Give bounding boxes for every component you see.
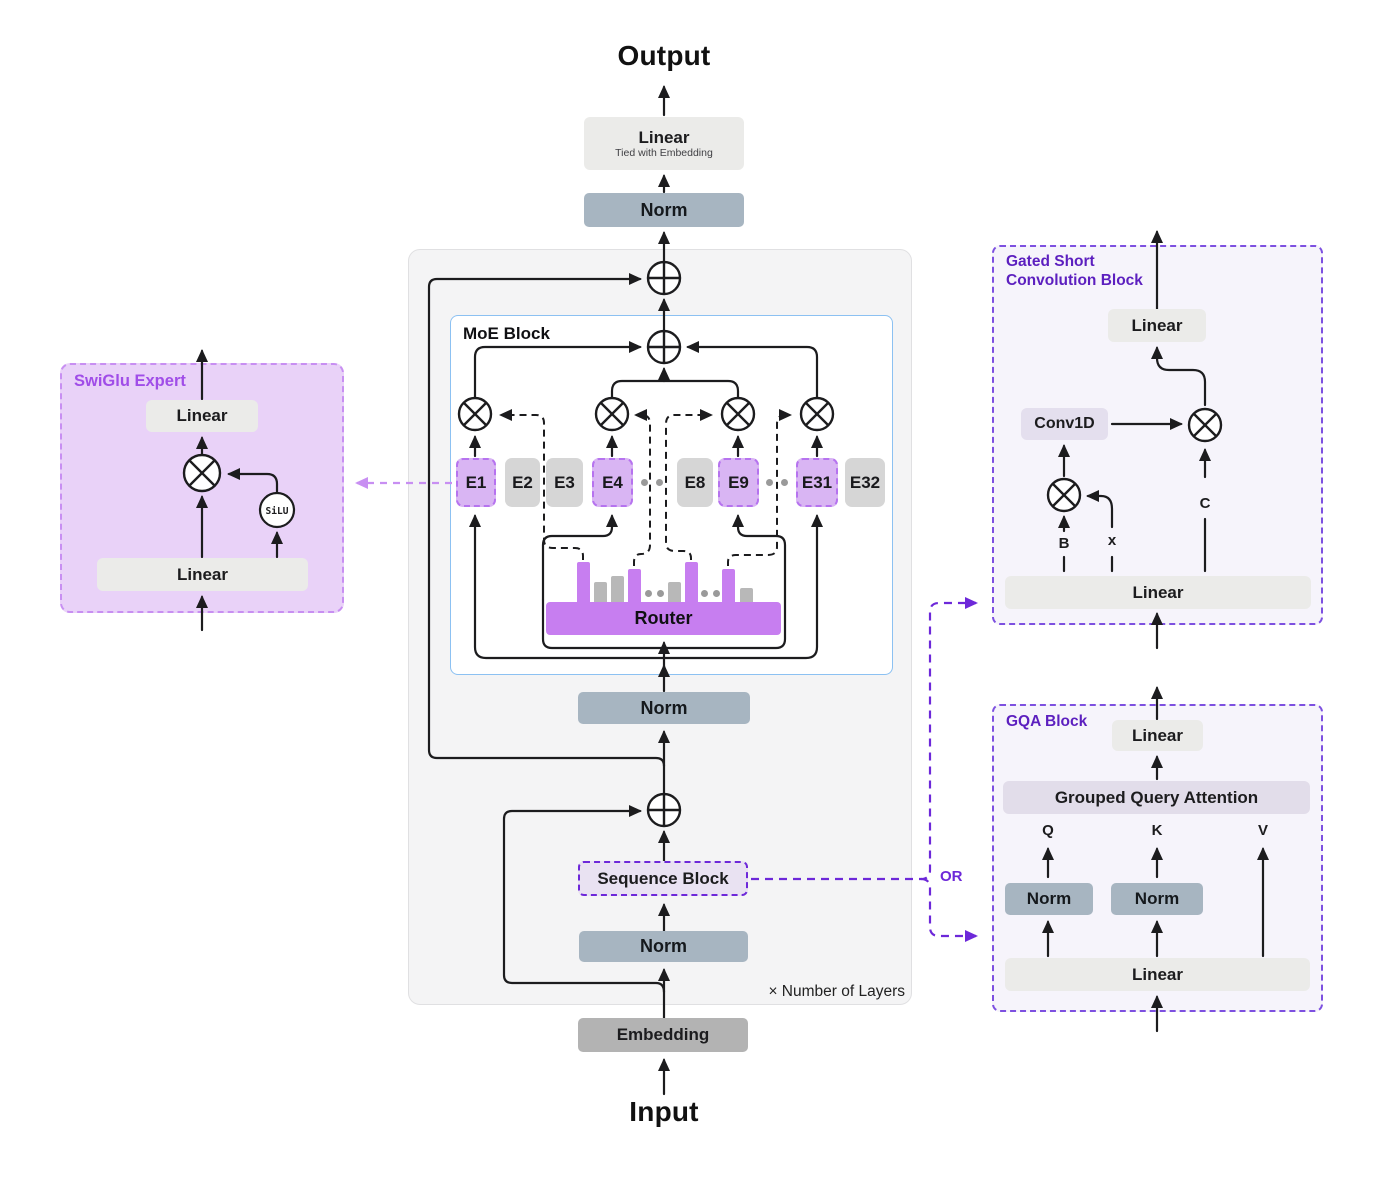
router-bar	[685, 562, 698, 602]
gsc-c-label: C	[1199, 495, 1211, 512]
expert-box-e2: E2	[505, 458, 540, 507]
expert-box-e3: E3	[546, 458, 583, 507]
ellipsis-dot	[766, 479, 773, 486]
router-bar	[740, 588, 753, 602]
router-box: Router	[546, 602, 781, 635]
expert-box-e8: E8	[677, 458, 713, 507]
router-bar	[668, 582, 681, 602]
norm-box-after-sequence: Norm	[578, 692, 750, 724]
gqa-q-label: Q	[1042, 822, 1054, 839]
norm-box-bottom: Norm	[579, 931, 748, 962]
gsc-title-line1: Gated Short	[1006, 253, 1095, 270]
linear-tied-subtitle: Tied with Embedding	[615, 147, 713, 160]
gqa-norm-q: Norm	[1005, 883, 1093, 915]
swiglu-linear-bottom: Linear	[97, 558, 308, 591]
moe-block-title: MoE Block	[463, 324, 550, 343]
router-bar	[594, 582, 607, 602]
grouped-query-attention-box: Grouped Query Attention	[1003, 781, 1310, 814]
linear-tied-label: Linear	[638, 127, 690, 147]
router-bar	[722, 569, 735, 602]
gsc-x-label: x	[1107, 532, 1117, 549]
swiglu-title: SwiGlu Expert	[74, 372, 186, 390]
ellipsis-dot	[657, 590, 664, 597]
gsc-b-label: B	[1058, 535, 1070, 552]
input-title: Input	[629, 1096, 699, 1127]
conv1d-box: Conv1D	[1021, 408, 1108, 440]
output-title: Output	[617, 40, 711, 71]
router-bar	[577, 562, 590, 602]
expert-box-e32: E32	[845, 458, 885, 507]
ellipsis-dot	[656, 479, 663, 486]
router-bar	[611, 576, 624, 602]
norm-box-top: Norm	[584, 193, 744, 227]
gsc-linear-bottom: Linear	[1005, 576, 1311, 609]
gsc-title-line2: Convolution Block	[1006, 272, 1143, 290]
gqa-v-label: V	[1257, 822, 1268, 839]
linear-tied-box: Linear Tied with Embedding	[584, 117, 744, 170]
expert-box-e9: E9	[718, 458, 759, 507]
ellipsis-dot	[645, 590, 652, 597]
gsc-title: Gated Short Convolution Block	[1006, 252, 1143, 291]
gqa-linear-bottom: Linear	[1005, 958, 1310, 991]
ellipsis-dot	[713, 590, 720, 597]
swiglu-linear-top: Linear	[146, 400, 258, 432]
or-label: OR	[940, 868, 963, 885]
expert-box-e1: E1	[456, 458, 496, 507]
gqa-norm-k: Norm	[1111, 883, 1203, 915]
ellipsis-dot	[701, 590, 708, 597]
router-bar	[628, 569, 641, 602]
sequence-block: Sequence Block	[578, 861, 748, 896]
gqa-k-label: K	[1151, 822, 1163, 839]
ellipsis-dot	[641, 479, 648, 486]
embedding-box: Embedding	[578, 1018, 748, 1052]
gqa-linear-top: Linear	[1112, 720, 1203, 751]
gsc-linear-top: Linear	[1108, 309, 1206, 342]
gqa-title: GQA Block	[1006, 713, 1088, 730]
ellipsis-dot	[781, 479, 788, 486]
num-layers-note: × Number of Layers	[768, 983, 905, 1000]
expert-box-e31: E31	[796, 458, 838, 507]
expert-box-e4: E4	[592, 458, 633, 507]
